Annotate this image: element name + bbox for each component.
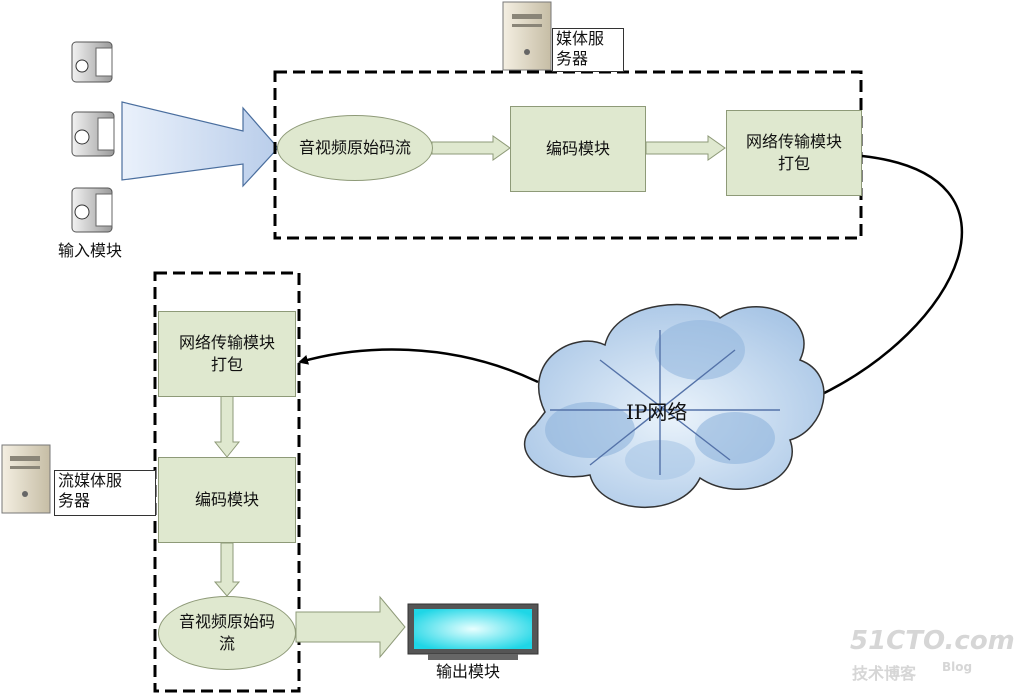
watermark-blog: Blog — [942, 660, 973, 674]
bottom-raw-text-line2: 流 — [218, 634, 235, 653]
bottom-encoder-node: 编码模块 — [158, 457, 296, 543]
input-beam-arrow — [121, 101, 279, 188]
camera-icon-3 — [71, 187, 113, 233]
media-server-label-line2: 务器 — [556, 49, 589, 68]
camera-icon-1 — [71, 41, 113, 83]
top-net-text-line2: 打包 — [777, 154, 810, 173]
arrow-encoder-to-net — [645, 135, 726, 161]
arrow-to-output — [295, 595, 406, 659]
input-module-label: 输入模块 — [58, 241, 123, 260]
top-net-text-line1: 网络传输模块 — [745, 132, 842, 151]
bottom-raw-text-line1: 音视频原始码 — [178, 612, 275, 631]
diagram-canvas — [1, 1, 964, 693]
top-raw-stream-text: 音视频原始码流 — [298, 138, 411, 157]
bottom-raw-stream-node: 音视频原始码 流 — [158, 596, 296, 670]
curve-to-bottom-net — [298, 348, 539, 384]
bottom-net-node: 网络传输模块 打包 — [158, 311, 296, 397]
stream-server-label: 流媒体服 务器 — [54, 470, 156, 516]
top-encoder-text: 编码模块 — [545, 139, 610, 158]
watermark-site: 51CTO.com — [850, 626, 1015, 656]
stream-server-label-line2: 务器 — [58, 491, 91, 510]
top-encoder-node: 编码模块 — [510, 106, 646, 192]
monitor-icon — [407, 603, 539, 660]
output-module-label: 输出模块 — [436, 662, 501, 681]
stream-server-group — [153, 271, 301, 693]
server-icon-bottom — [1, 444, 51, 514]
bottom-net-text-line1: 网络传输模块 — [178, 333, 275, 352]
media-server-label-line1: 媒体服 — [556, 29, 605, 48]
arrow-net-to-encoder — [213, 395, 241, 458]
bottom-net-text-line2: 打包 — [210, 355, 243, 374]
media-server-label: 媒体服 务器 — [552, 28, 624, 72]
camera-icon-2 — [71, 111, 115, 157]
network-label: IP网络 — [626, 400, 688, 424]
stream-server-label-line1: 流媒体服 — [58, 471, 123, 490]
curve-to-network — [812, 154, 964, 400]
arrow-encoder-to-raw — [213, 542, 241, 597]
server-icon-top — [502, 1, 552, 71]
top-net-node: 网络传输模块 打包 — [726, 110, 862, 196]
arrow-raw-to-encoder — [431, 135, 511, 161]
watermark-sub: 技术博客 — [852, 664, 917, 683]
ip-network-cloud — [523, 303, 825, 509]
bottom-encoder-text: 编码模块 — [194, 490, 259, 509]
top-raw-stream-node: 音视频原始码流 — [277, 115, 433, 181]
